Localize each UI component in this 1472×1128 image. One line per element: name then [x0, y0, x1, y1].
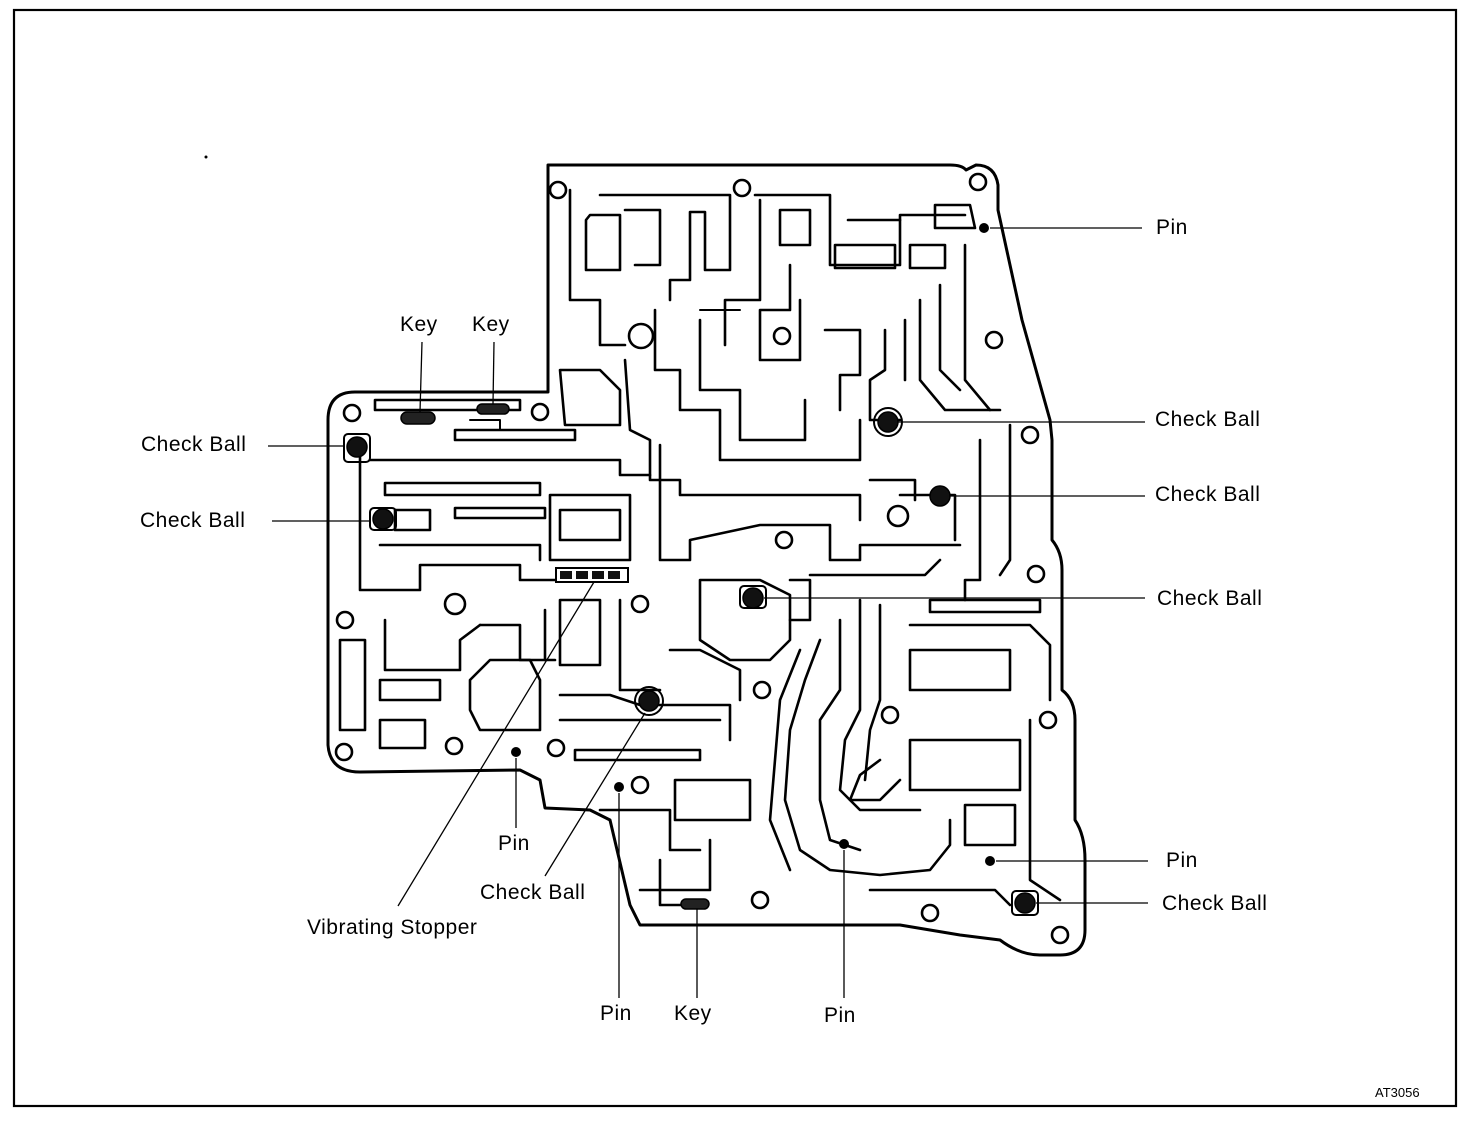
fluid-channels: [338, 188, 1062, 907]
pin-bottom-1-mark: [614, 782, 624, 792]
key-bottom-label: Key: [674, 1002, 712, 1025]
check-ball-right-2-label: Check Ball: [1155, 483, 1260, 506]
check-ball-left-lower-label: Check Ball: [140, 509, 245, 532]
key-right-label: Key: [472, 313, 510, 336]
labels: Pin Check Ball Check Ball Key Key Check …: [140, 216, 1420, 1100]
check-ball-right-1-label: Check Ball: [1155, 408, 1260, 431]
check-ball-right-lower: [1011, 890, 1039, 916]
check-ball-left-upper-label: Check Ball: [141, 433, 246, 456]
vibrating-stopper-mark: [555, 567, 629, 583]
check-ball-right-2: [929, 485, 951, 507]
pin-right-lower-mark: [985, 856, 995, 866]
key-right-mark: [476, 403, 510, 415]
valve-body-outline: [326, 163, 1087, 957]
figure-frame: [12, 8, 1458, 1108]
pin-top-right-label: Pin: [1156, 216, 1188, 239]
speck: [204, 155, 208, 159]
key-left-mark: [400, 411, 436, 425]
key-left-label: Key: [400, 313, 438, 336]
check-ball-right-3-label: Check Ball: [1157, 587, 1262, 610]
pin-top-right-mark: [979, 223, 989, 233]
pin-bottom-left-mark: [511, 747, 521, 757]
check-ball-right-3: [739, 585, 767, 609]
leader-lines: [268, 227, 1148, 998]
vibrating-stopper-label: Vibrating Stopper: [307, 916, 477, 939]
pin-bottom-1-label: Pin: [600, 1002, 632, 1025]
figure-code: AT3056: [1375, 1085, 1420, 1100]
check-ball-left-upper: [343, 433, 371, 463]
pin-bottom-2-label: Pin: [824, 1004, 856, 1027]
check-ball-right-1: [873, 407, 903, 437]
check-ball-left-lower: [369, 507, 397, 531]
pin-right-lower-label: Pin: [1166, 849, 1198, 872]
check-ball-bottom-label: Check Ball: [480, 881, 585, 904]
check-ball-right-lower-label: Check Ball: [1162, 892, 1267, 915]
check-ball-bottom: [634, 686, 664, 716]
mounting-holes: [334, 172, 1070, 945]
pin-bottom-left-label: Pin: [498, 832, 530, 855]
key-bottom-mark: [680, 898, 710, 910]
pin-bottom-2-mark: [839, 839, 849, 849]
pins: [511, 223, 995, 866]
